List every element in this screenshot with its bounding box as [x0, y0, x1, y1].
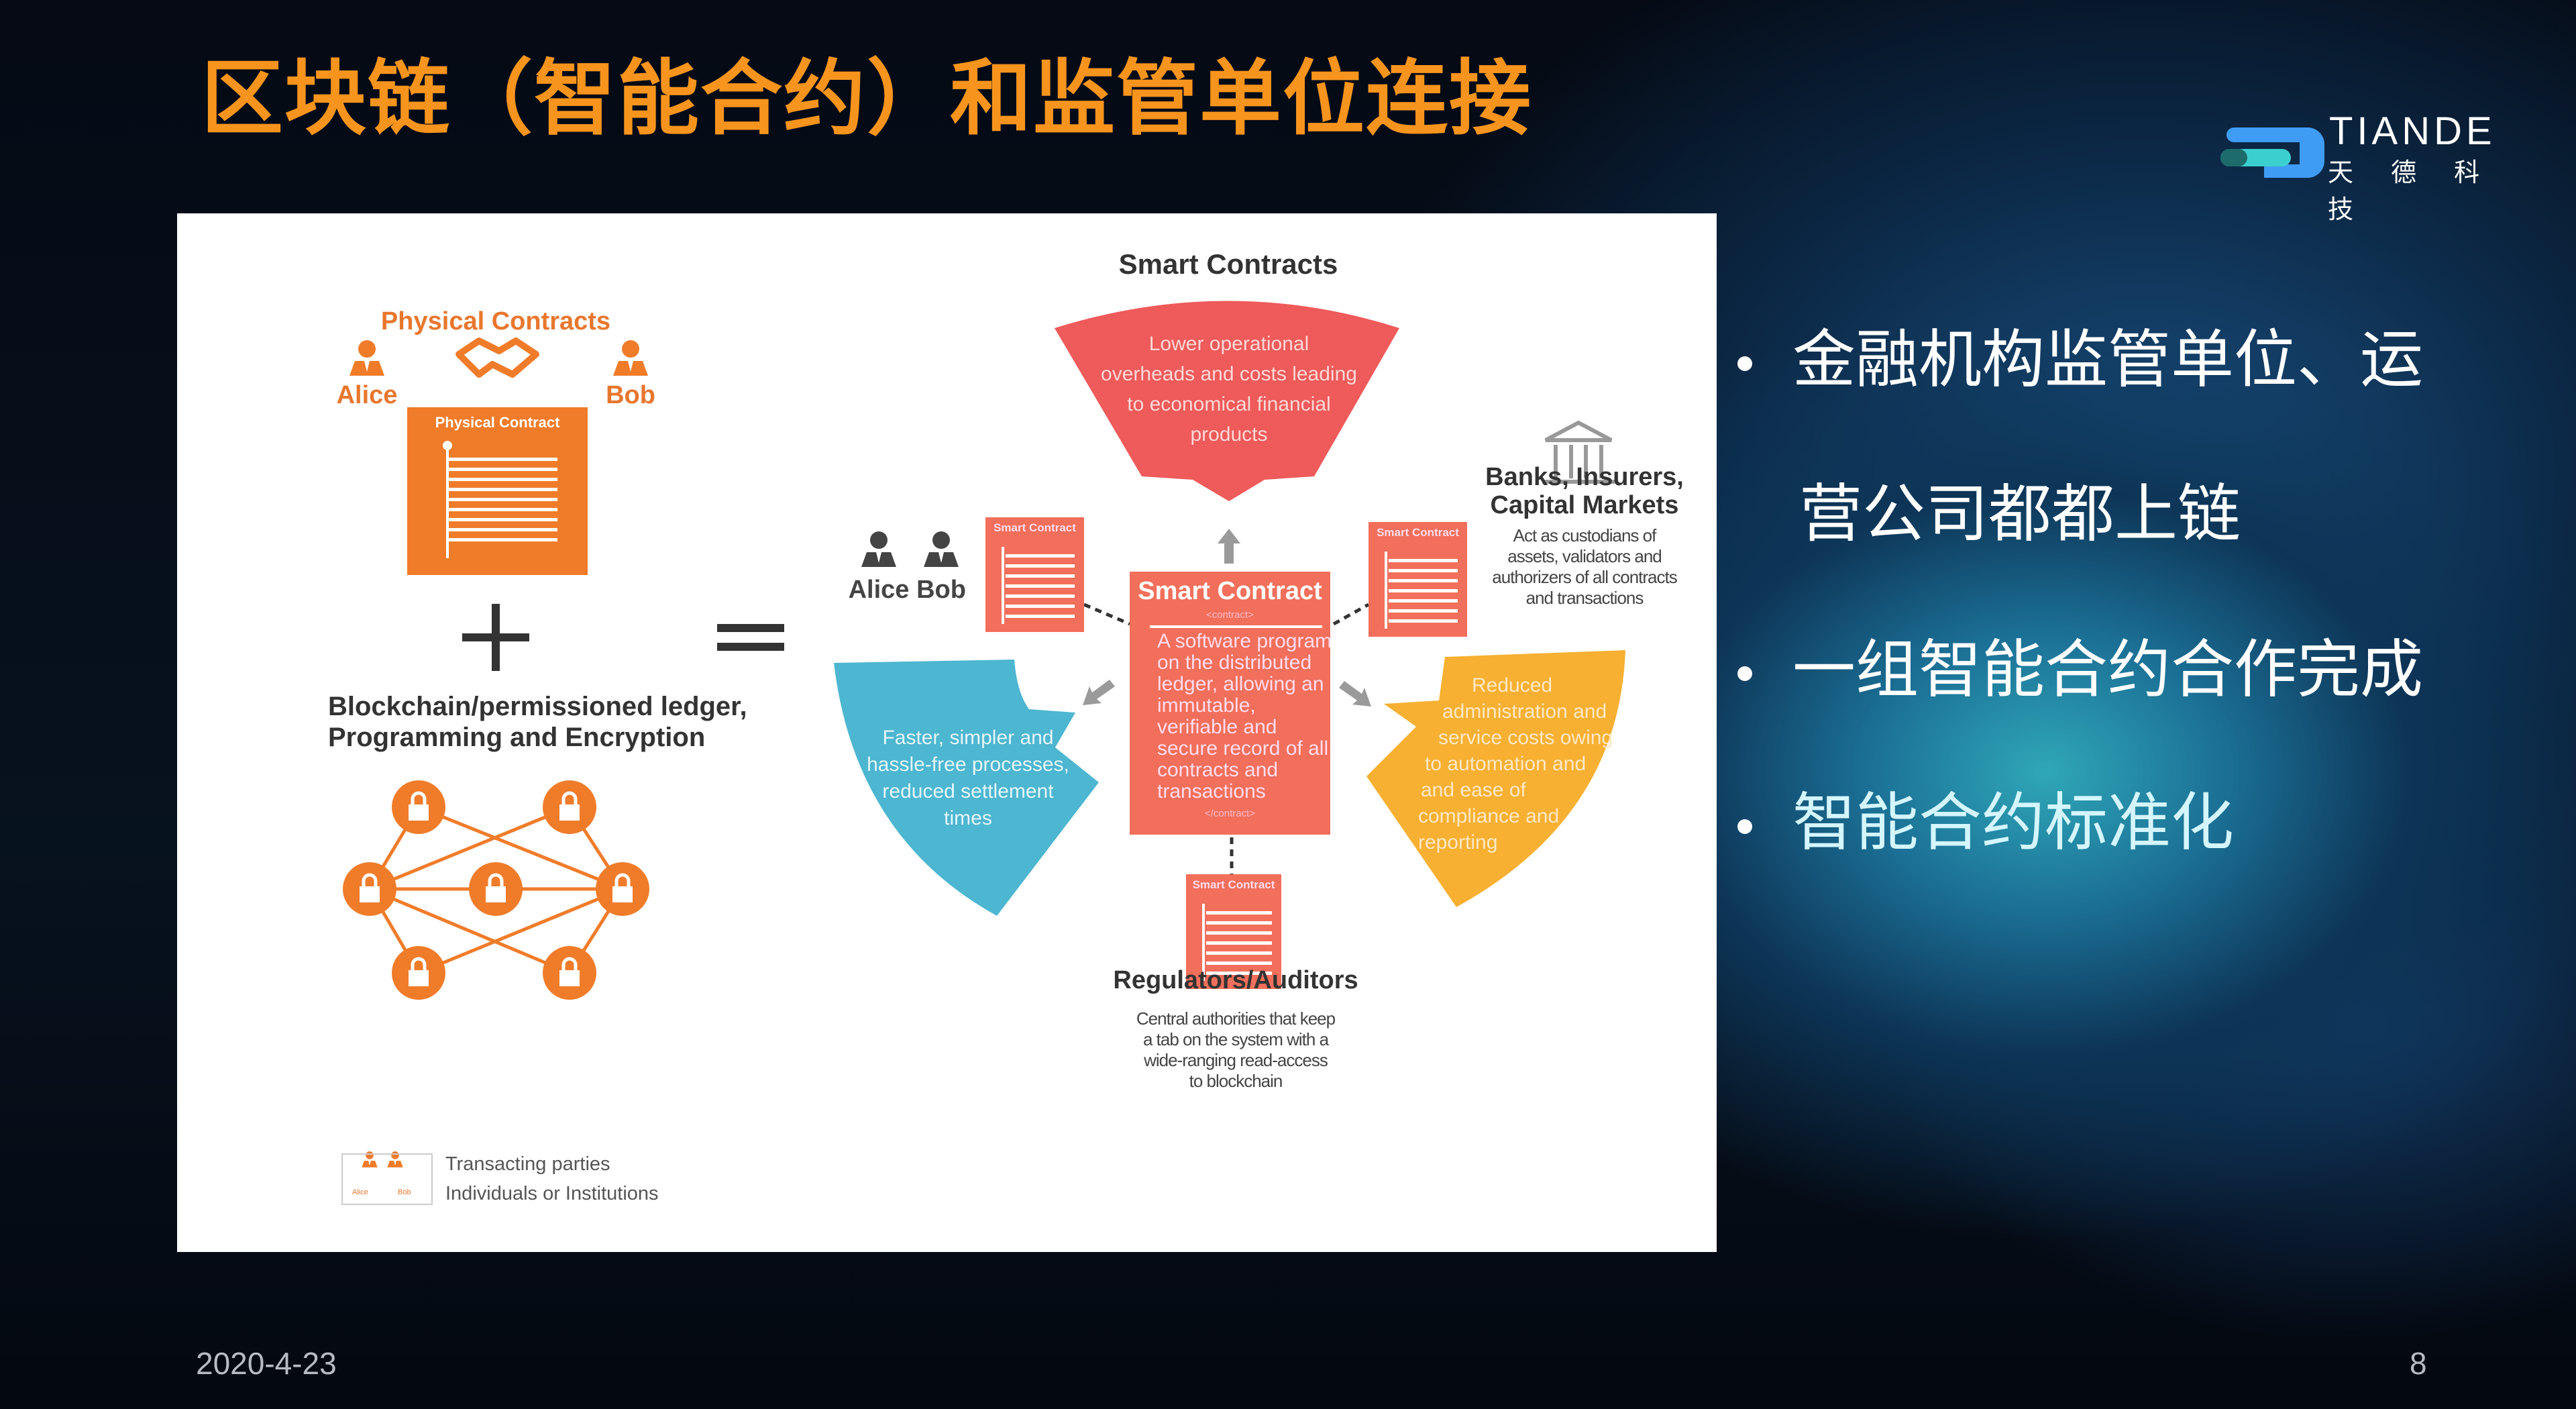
legend-alice: Alice [352, 1188, 368, 1196]
lock-node-icon [392, 780, 445, 834]
physical-contracts-title: Physical Contracts [380, 307, 611, 335]
lock-node-icon [596, 862, 649, 916]
bullet-item: 金融机构监管单位、运 [1737, 309, 2423, 400]
blockchain-label-line: Blockchain/permissioned ledger, [328, 692, 747, 721]
lock-node-icon [543, 780, 596, 834]
legend-line: Individuals or Institutions [445, 1183, 659, 1204]
person-icon [350, 340, 384, 376]
contract-line [1206, 972, 1272, 975]
contract-line [1389, 609, 1458, 613]
center-title: Smart Contract [1138, 577, 1322, 605]
contract-line [1206, 931, 1272, 935]
alice-label-smart: Alice [848, 576, 910, 604]
person-icon [924, 531, 959, 567]
lock-node-icon [343, 862, 396, 916]
logo-text-cn: 天 德 科 技 [2328, 158, 2495, 224]
bob-label-smart: Bob [916, 576, 966, 604]
blockchain-label-line: Programming and Encryption [328, 723, 706, 752]
smart-contract-doc-left: Smart Contract [985, 517, 1084, 632]
regulators-title: Regulators/Auditors [1113, 966, 1358, 994]
alice-label: Alice [336, 381, 398, 409]
smart-contract-doc-bottom: Smart Contract [1186, 874, 1281, 989]
contract-line [1389, 569, 1458, 572]
top-benefit-shape [1055, 301, 1399, 501]
center-close-tag: </contract> [1204, 808, 1256, 819]
contract-line [1206, 911, 1272, 915]
contract-line [1389, 579, 1458, 582]
right-benefit-text: Reduced administration and service costs… [1418, 674, 1613, 853]
contract-line [1389, 589, 1458, 592]
contract-line [1389, 559, 1458, 562]
lock-node-icon [543, 946, 596, 1000]
lock-node-icons [343, 780, 649, 1000]
physical-contract-label: Physical Contract [435, 414, 560, 431]
blockchain-label: Blockchain/permissioned ledger, Programm… [328, 691, 747, 753]
legend-parties-box: Alice Bob [341, 1153, 433, 1205]
smart-contract-center: Smart Contract <contract> A software pro… [1130, 572, 1332, 835]
smart-contract-doc-right: Smart Contract [1368, 522, 1467, 637]
legend-bob: Bob [398, 1188, 411, 1196]
logo-mark-icon [2220, 127, 2324, 178]
dashed-connectors [1083, 603, 1370, 874]
contract-line [1206, 941, 1272, 945]
bullet-item: 智能合约标准化 [1737, 772, 2234, 863]
contract-line [1385, 552, 1387, 629]
right-benefit-shape [1366, 650, 1625, 907]
bob-label: Bob [606, 381, 655, 409]
person-icon [613, 340, 648, 376]
physical-contract-document: Physical Contract [407, 407, 588, 575]
contract-line [1006, 584, 1075, 588]
legend-line: Transacting parties [445, 1153, 610, 1175]
contract-line [1206, 961, 1272, 965]
equals-icon [717, 624, 784, 651]
left-benefit-shape [834, 660, 1099, 916]
smart-contract-diagram: Physical Contracts Alice Bob Physical Co… [177, 213, 1717, 1252]
diagram-shapes [343, 301, 1625, 1167]
contract-line [1202, 904, 1205, 981]
contract-line [1006, 564, 1075, 568]
contract-line [1002, 547, 1004, 624]
tiande-logo: TIANDE 天 德 科 技 [2214, 107, 2509, 224]
contract-line [1006, 574, 1075, 578]
arrow-icons [1083, 529, 1371, 707]
legend-text: Transacting parties Individuals or Insti… [445, 1149, 659, 1208]
contract-line [1389, 619, 1458, 623]
slide-date: 2020-4-23 [196, 1346, 337, 1381]
contract-line [1389, 599, 1458, 603]
handshake-icon [455, 337, 539, 378]
contract-line [1006, 605, 1075, 608]
contract-line [1206, 921, 1272, 925]
contract-line [1006, 594, 1075, 598]
contract-line [1006, 554, 1075, 558]
contract-line [1006, 615, 1075, 618]
person-icon [387, 1151, 403, 1167]
person-icon [362, 1151, 378, 1167]
contract-line [1206, 951, 1272, 955]
lock-node-icon [392, 946, 445, 1000]
slide-title: 区块链（智能合约）和监管单位连接 [201, 51, 1532, 146]
banks-title: Banks, Insurers,Capital Markets [1485, 463, 1684, 519]
center-open-tag: <contract> [1206, 609, 1254, 621]
page-number: 8 [2410, 1346, 2427, 1381]
logo-text-en: TIANDE [2329, 109, 2496, 153]
lock-node-icon [469, 862, 523, 916]
plus-icon [462, 604, 529, 671]
person-icon [861, 531, 896, 567]
bullet-item: 一组智能合约合作完成 [1737, 619, 2423, 710]
bank-building-icon [1542, 420, 1615, 484]
smart-contracts-title: Smart Contracts [1118, 248, 1338, 280]
bullet-item-continued: 营公司都都上链 [1799, 478, 2241, 551]
